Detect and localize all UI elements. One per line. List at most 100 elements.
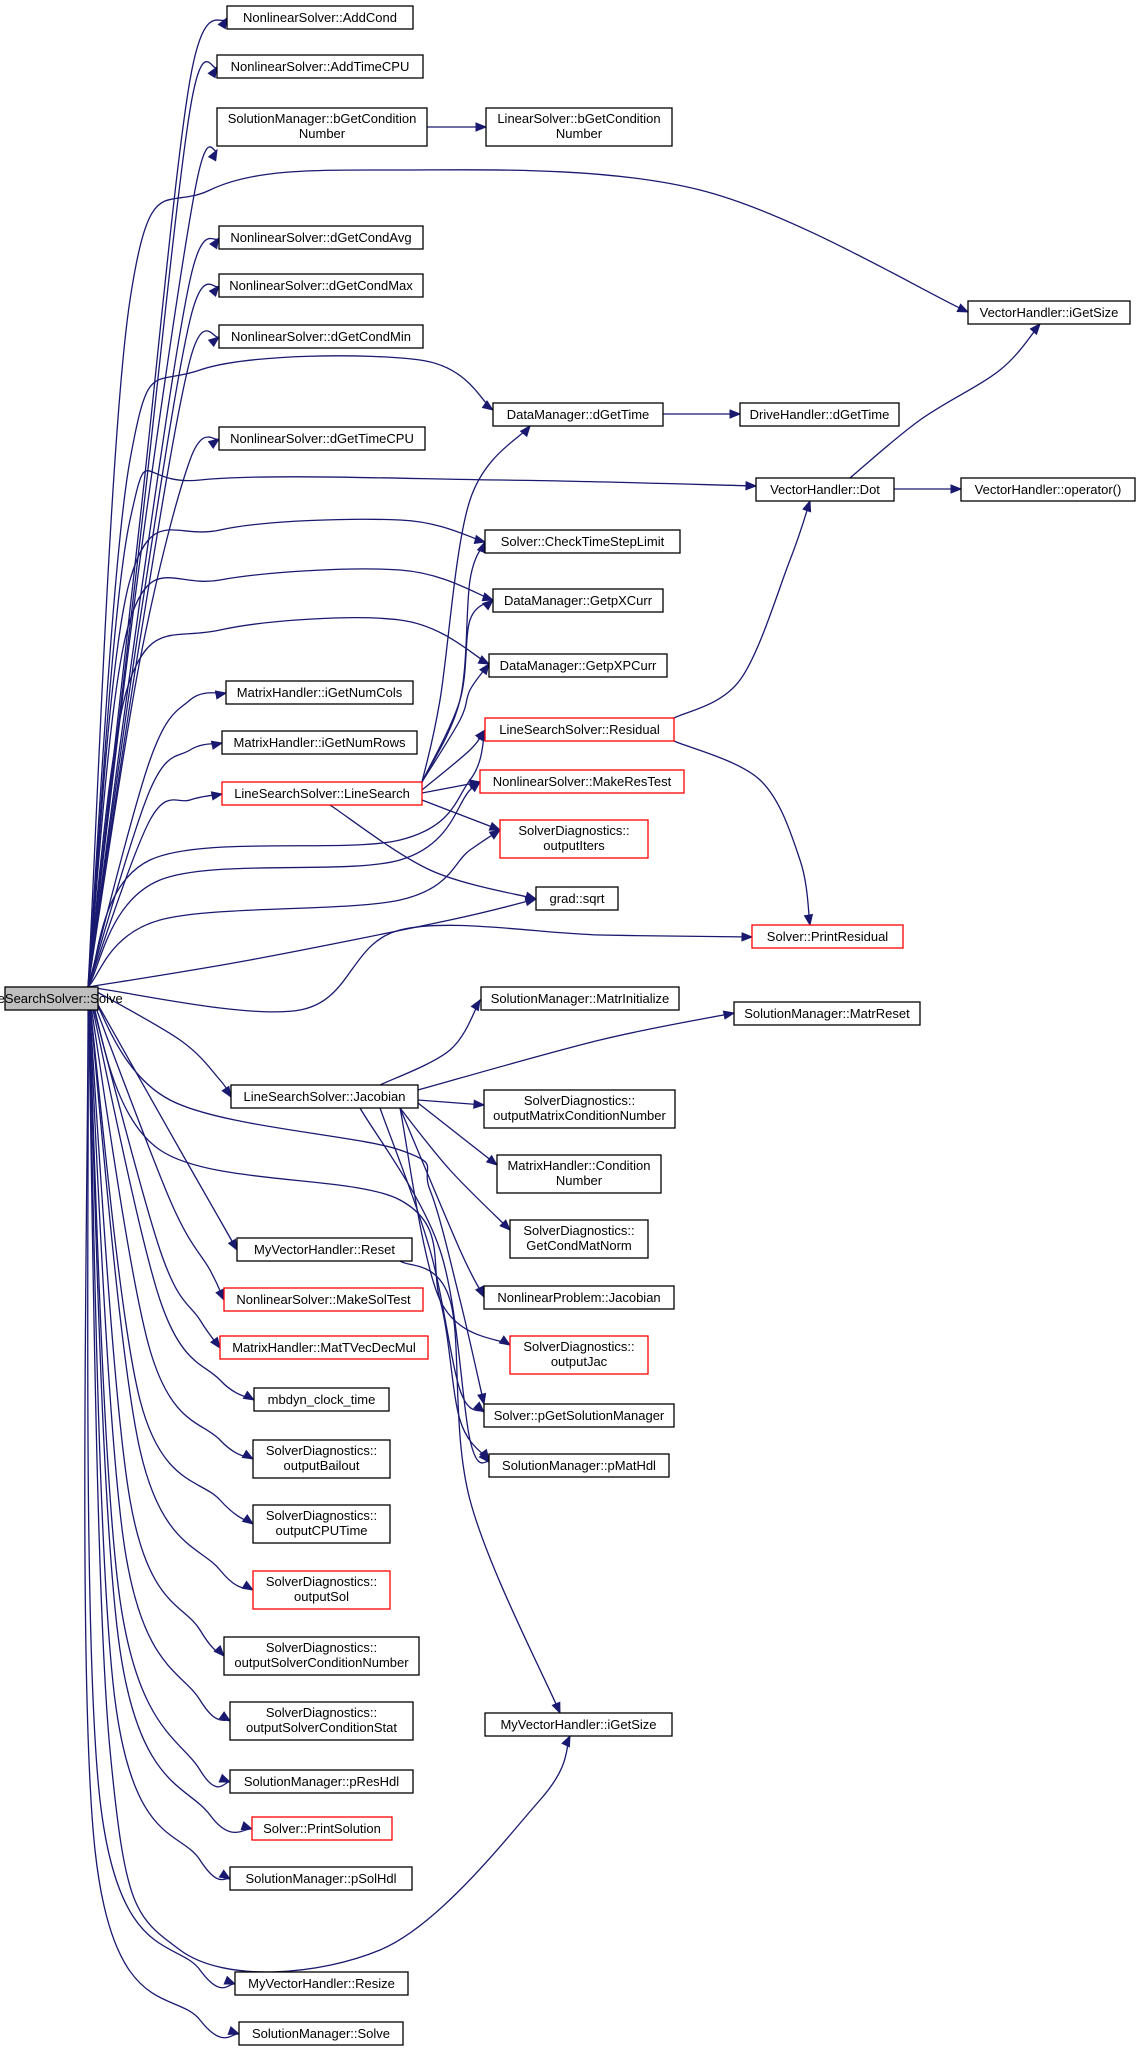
node-dgetcondmax[interactable]: NonlinearSolver::dGetCondMax <box>218 273 424 298</box>
node-box[interactable] <box>226 5 414 30</box>
node-dh-dgettime[interactable]: DriveHandler::dGetTime <box>739 402 900 427</box>
node-box[interactable] <box>535 886 619 911</box>
node-myvh-resize[interactable]: MyVectorHandler::Resize <box>234 1971 409 1996</box>
node-box[interactable] <box>236 1237 413 1262</box>
node-matrinit[interactable]: SolutionManager::MatrInitialize <box>480 986 680 1011</box>
node-box[interactable] <box>492 588 664 613</box>
node-outcputime[interactable]: SolverDiagnostics::outputCPUTime <box>252 1504 391 1544</box>
node-box[interactable] <box>492 402 664 427</box>
node-dgetcondavg[interactable]: NonlinearSolver::dGetCondAvg <box>218 225 424 250</box>
node-box[interactable] <box>483 1089 676 1129</box>
node-box[interactable] <box>484 1712 673 1737</box>
node-matrreset[interactable]: SolutionManager::MatrReset <box>733 1001 921 1026</box>
node-residual[interactable]: LineSearchSolver::Residual <box>484 717 675 742</box>
node-box[interactable] <box>479 769 685 794</box>
node-box[interactable] <box>229 1701 414 1741</box>
node-box[interactable] <box>751 924 904 949</box>
node-dm-dgettime[interactable]: DataManager::dGetTime <box>492 402 664 427</box>
node-box[interactable] <box>221 781 423 806</box>
node-outsolverstat[interactable]: SolverDiagnostics::outputSolverCondition… <box>229 1701 414 1741</box>
node-sqrt[interactable]: grad::sqrt <box>535 886 619 911</box>
node-box[interactable] <box>218 324 424 349</box>
node-box[interactable] <box>739 402 900 427</box>
node-outmatcond[interactable]: SolverDiagnostics::outputMatrixCondition… <box>483 1089 676 1129</box>
node-pmathdl[interactable]: SolutionManager::pMatHdl <box>488 1453 670 1478</box>
node-mh-rows[interactable]: MatrixHandler::iGetNumRows <box>221 730 418 755</box>
node-box[interactable] <box>216 107 428 147</box>
node-box[interactable] <box>234 1971 409 1996</box>
node-outsolvercond[interactable]: SolverDiagnostics::outputSolverCondition… <box>223 1636 420 1676</box>
node-box[interactable] <box>733 1001 921 1026</box>
node-box[interactable] <box>4 986 99 1011</box>
node-vh-igetsize[interactable]: VectorHandler::iGetSize <box>967 300 1131 325</box>
node-vh-dot[interactable]: VectorHandler::Dot <box>755 477 895 502</box>
node-makesoltest[interactable]: NonlinearSolver::MakeSolTest <box>223 1287 424 1312</box>
node-box[interactable] <box>216 54 424 79</box>
node-box[interactable] <box>484 717 675 742</box>
node-box[interactable] <box>225 680 414 705</box>
node-dgettimecpu[interactable]: NonlinearSolver::dGetTimeCPU <box>218 426 426 451</box>
node-box[interactable] <box>483 1403 675 1428</box>
node-addcond[interactable]: NonlinearSolver::AddCond <box>226 5 414 30</box>
node-printresidual[interactable]: Solver::PrintResidual <box>751 924 904 949</box>
node-mh-condnum[interactable]: MatrixHandler::ConditionNumber <box>496 1154 662 1194</box>
node-box[interactable] <box>223 1287 424 1312</box>
node-solve[interactable]: LineSearchSolver::Solve <box>0 986 123 1011</box>
node-outputiters[interactable]: SolverDiagnostics::outputIters <box>499 819 649 859</box>
node-outsol[interactable]: SolverDiagnostics::outputSol <box>252 1570 391 1610</box>
node-box[interactable] <box>221 730 418 755</box>
node-box[interactable] <box>223 1636 420 1676</box>
node-mattvec[interactable]: MatrixHandler::MatTVecDecMul <box>219 1335 429 1360</box>
node-getcondmatnorm[interactable]: SolverDiagnostics::GetCondMatNorm <box>509 1219 649 1259</box>
node-box[interactable] <box>218 426 426 451</box>
node-box[interactable] <box>253 1387 390 1412</box>
node-box[interactable] <box>229 1866 413 1891</box>
node-makerestest[interactable]: NonlinearSolver::MakeResTest <box>479 769 685 794</box>
node-box[interactable] <box>229 1769 414 1794</box>
node-box[interactable] <box>480 986 680 1011</box>
node-vh-op[interactable]: VectorHandler::operator() <box>960 477 1136 502</box>
node-box[interactable] <box>960 477 1136 502</box>
node-myvh-igetsize[interactable]: MyVectorHandler::iGetSize <box>484 1712 673 1737</box>
node-box[interactable] <box>218 225 424 250</box>
node-sm-solve[interactable]: SolutionManager::Solve <box>238 2021 404 2046</box>
node-psolhdl[interactable]: SolutionManager::pSolHdl <box>229 1866 413 1891</box>
node-myvh-reset[interactable]: MyVectorHandler::Reset <box>236 1237 413 1262</box>
node-box[interactable] <box>509 1335 649 1375</box>
node-box[interactable] <box>218 273 424 298</box>
node-printsolution[interactable]: Solver::PrintSolution <box>251 1816 393 1841</box>
node-np-jacobian[interactable]: NonlinearProblem::Jacobian <box>483 1285 675 1310</box>
node-box[interactable] <box>499 819 649 859</box>
node-checkts[interactable]: Solver::CheckTimeStepLimit <box>484 529 681 554</box>
node-box[interactable] <box>219 1335 429 1360</box>
node-box[interactable] <box>496 1154 662 1194</box>
node-box[interactable] <box>484 529 681 554</box>
node-box[interactable] <box>252 1439 391 1479</box>
node-getpxpcurr[interactable]: DataManager::GetpXPCurr <box>488 653 668 678</box>
node-box[interactable] <box>230 1084 419 1109</box>
node-dgetcondmin[interactable]: NonlinearSolver::dGetCondMin <box>218 324 424 349</box>
node-jacobian[interactable]: LineSearchSolver::Jacobian <box>230 1084 419 1109</box>
node-pgetsolman[interactable]: Solver::pGetSolutionManager <box>483 1403 675 1428</box>
node-outputjac[interactable]: SolverDiagnostics::outputJac <box>509 1335 649 1375</box>
node-linesearch[interactable]: LineSearchSolver::LineSearch <box>221 781 423 806</box>
node-box[interactable] <box>755 477 895 502</box>
node-box[interactable] <box>509 1219 649 1259</box>
node-box[interactable] <box>488 1453 670 1478</box>
node-mbdyn-clock[interactable]: mbdyn_clock_time <box>253 1387 390 1412</box>
node-box[interactable] <box>251 1816 393 1841</box>
node-mh-cols[interactable]: MatrixHandler::iGetNumCols <box>225 680 414 705</box>
node-addtimecpu[interactable]: NonlinearSolver::AddTimeCPU <box>216 54 424 79</box>
node-box[interactable] <box>238 2021 404 2046</box>
node-box[interactable] <box>252 1570 391 1610</box>
node-outbailout[interactable]: SolverDiagnostics::outputBailout <box>252 1439 391 1479</box>
node-presh[interactable]: SolutionManager::pResHdl <box>229 1769 414 1794</box>
node-box[interactable] <box>485 107 673 147</box>
node-box[interactable] <box>252 1504 391 1544</box>
node-box[interactable] <box>488 653 668 678</box>
node-getpxcurr[interactable]: DataManager::GetpXCurr <box>492 588 664 613</box>
node-box[interactable] <box>483 1285 675 1310</box>
node-box[interactable] <box>967 300 1131 325</box>
